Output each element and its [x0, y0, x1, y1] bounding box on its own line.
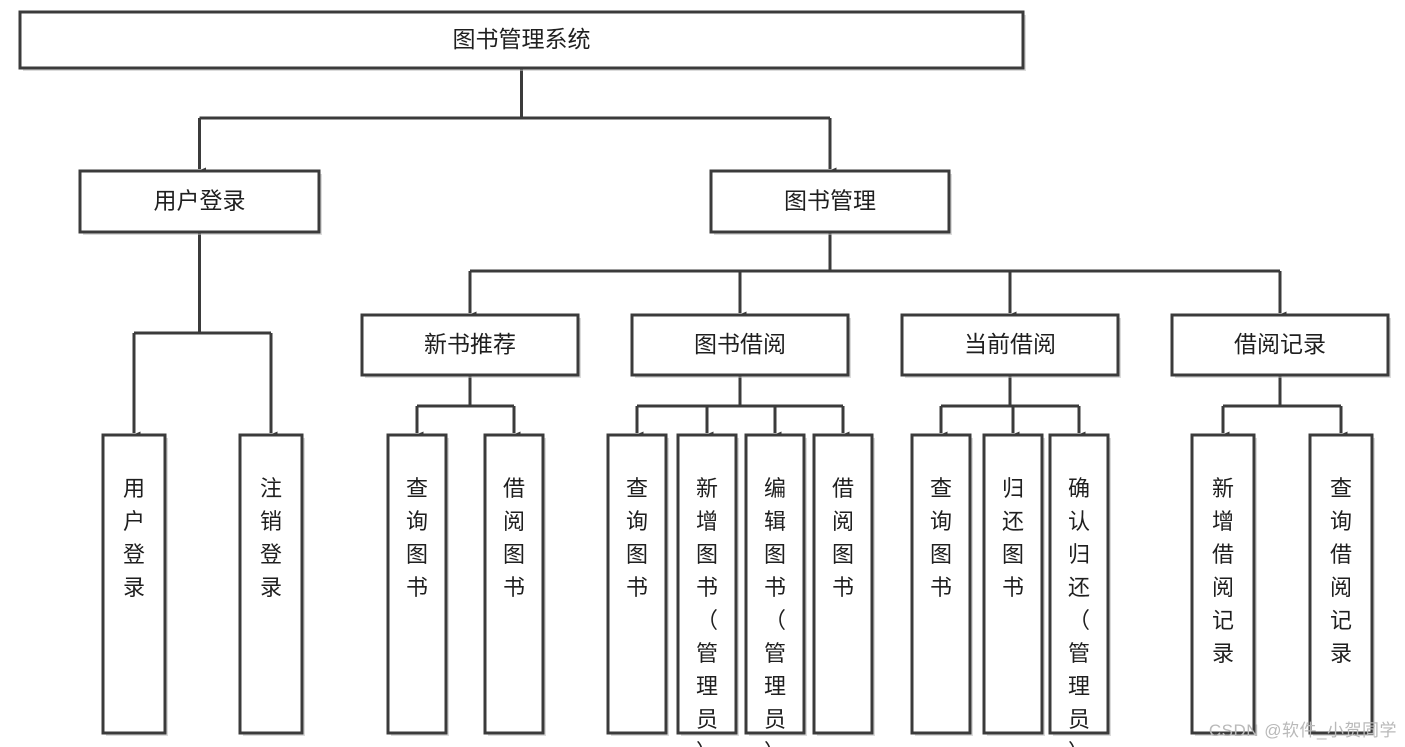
node-label: 新增借阅记录	[1212, 476, 1234, 666]
node-label: 查询借阅记录	[1330, 476, 1352, 666]
node-leaf-leaf-add-book[interactable]: 新增图书（管理员）	[676, 433, 739, 747]
node-rect	[1308, 433, 1374, 735]
node-level3-book-borrow[interactable]: 图书借阅	[630, 313, 851, 378]
node-leaf-leaf-edit-book[interactable]: 编辑图书（管理员）	[744, 433, 807, 747]
node-label: 用户登录	[154, 188, 246, 214]
node-rect	[1170, 313, 1390, 377]
node-rect	[812, 433, 874, 735]
node-label: 图书管理系统	[453, 26, 591, 52]
node-label: 新书推荐	[424, 331, 516, 357]
node-level3-borrow-record[interactable]: 借阅记录	[1170, 313, 1391, 378]
node-rect	[360, 313, 580, 377]
node-rect	[78, 169, 321, 234]
watermark-label: CSDN @软件_小贺同学	[1208, 721, 1397, 740]
node-rect	[386, 433, 448, 735]
node-level3-current-borrow[interactable]: 当前借阅	[900, 313, 1121, 378]
node-label: 用户登录	[123, 476, 145, 600]
node-label: 注销登录	[260, 476, 282, 600]
node-label: 编辑图书（管理员）	[764, 476, 786, 747]
node-label: 借阅图书	[832, 476, 854, 600]
node-leaf-leaf-user-login[interactable]: 用户登录	[101, 433, 168, 736]
node-rect	[1048, 433, 1110, 735]
connectors-layer	[127, 68, 1348, 443]
node-rect	[900, 313, 1120, 377]
node-rect	[483, 433, 545, 735]
node-leaf-leaf-add-record[interactable]: 新增借阅记录	[1190, 433, 1257, 736]
node-label: 新增图书（管理员）	[696, 476, 718, 747]
node-leaf-leaf-query-book-3[interactable]: 查询图书	[910, 433, 973, 736]
node-root-root[interactable]: 图书管理系统	[18, 10, 1026, 71]
node-leaf-leaf-borrow-book-1[interactable]: 借阅图书	[483, 433, 546, 736]
nodes-layer: 图书管理系统用户登录图书管理新书推荐图书借阅当前借阅借阅记录用户登录注销登录查询…	[18, 10, 1391, 747]
node-rect	[101, 433, 167, 735]
node-label: 确认归还（管理员）	[1068, 476, 1090, 747]
node-leaf-leaf-logout[interactable]: 注销登录	[238, 433, 305, 736]
node-rect	[709, 169, 951, 234]
node-label: 查询图书	[406, 476, 428, 600]
node-leaf-leaf-query-book-1[interactable]: 查询图书	[386, 433, 449, 736]
node-label: 查询图书	[626, 476, 648, 600]
node-label: 归还图书	[1002, 476, 1024, 600]
node-level2-book-manage[interactable]: 图书管理	[709, 169, 952, 235]
node-label: 借阅记录	[1234, 331, 1326, 357]
node-leaf-leaf-borrow-book-2[interactable]: 借阅图书	[812, 433, 875, 736]
node-rect	[630, 313, 850, 377]
node-rect	[744, 433, 806, 735]
node-label: 借阅图书	[503, 476, 525, 600]
node-rect	[606, 433, 668, 735]
node-level2-user-login[interactable]: 用户登录	[78, 169, 322, 235]
node-leaf-leaf-confirm-return[interactable]: 确认归还（管理员）	[1048, 433, 1111, 747]
node-label: 当前借阅	[964, 331, 1056, 357]
node-label: 查询图书	[930, 476, 952, 600]
node-label: 图书管理	[784, 188, 876, 214]
node-leaf-leaf-query-record[interactable]: 查询借阅记录	[1308, 433, 1375, 736]
node-leaf-leaf-return-book[interactable]: 归还图书	[982, 433, 1045, 736]
node-rect	[18, 10, 1025, 70]
node-label: 图书借阅	[694, 331, 786, 357]
node-leaf-leaf-query-book-2[interactable]: 查询图书	[606, 433, 669, 736]
node-rect	[238, 433, 304, 735]
node-rect	[676, 433, 738, 735]
node-rect	[982, 433, 1044, 735]
node-level3-new-book-rec[interactable]: 新书推荐	[360, 313, 581, 378]
node-rect	[910, 433, 972, 735]
node-rect	[1190, 433, 1256, 735]
